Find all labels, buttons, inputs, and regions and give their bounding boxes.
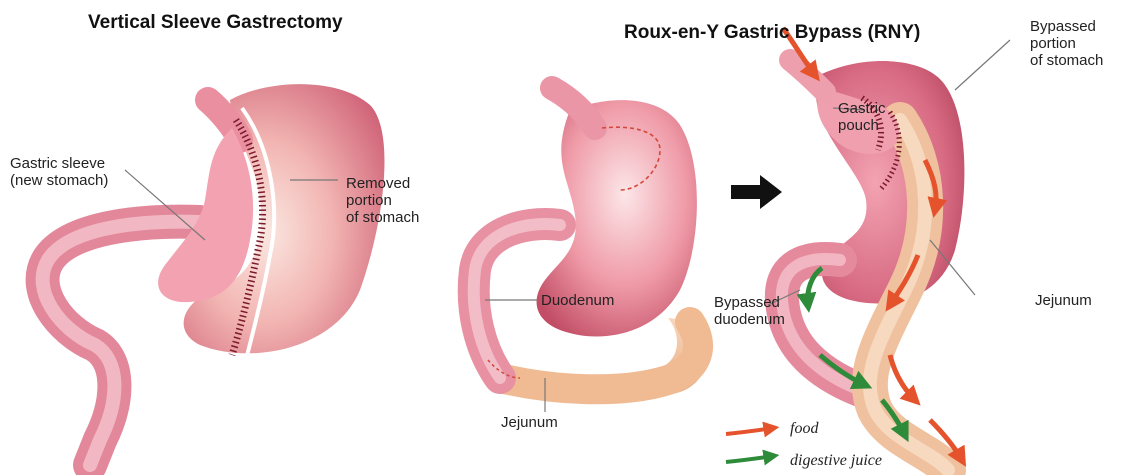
legend-juice-arrow bbox=[726, 456, 773, 462]
label-gastric-pouch: Gastric pouch bbox=[838, 100, 886, 134]
label-bypassed-duodenum: Bypassed duodenum bbox=[714, 294, 785, 328]
legend bbox=[726, 428, 773, 462]
label-jejunum-middle: Jejunum bbox=[501, 414, 558, 431]
sleeve-illustration bbox=[43, 84, 385, 465]
label-jejunum-right: Jejunum bbox=[1035, 292, 1092, 309]
transition-arrow bbox=[731, 175, 782, 209]
label-gastric-sleeve: Gastric sleeve (new stomach) bbox=[10, 155, 108, 189]
legend-food-arrow bbox=[726, 428, 773, 434]
leader-bypassed-stomach bbox=[955, 40, 1010, 90]
label-bypassed-stomach: Bypassed portion of stomach bbox=[1030, 18, 1103, 69]
rny-illustration bbox=[768, 28, 1010, 470]
label-duodenum: Duodenum bbox=[541, 292, 614, 309]
legend-food-label: food bbox=[790, 420, 818, 438]
label-removed-portion: Removed portion of stomach bbox=[346, 175, 419, 226]
legend-juice-label: digestive juice bbox=[790, 452, 882, 470]
bypass-title: Roux-en-Y Gastric Bypass (RNY) bbox=[624, 22, 920, 44]
sleeve-title: Vertical Sleeve Gastrectomy bbox=[88, 12, 343, 34]
food-flow-arrow-4 bbox=[890, 355, 915, 400]
normal-stomach-illustration bbox=[474, 88, 710, 412]
